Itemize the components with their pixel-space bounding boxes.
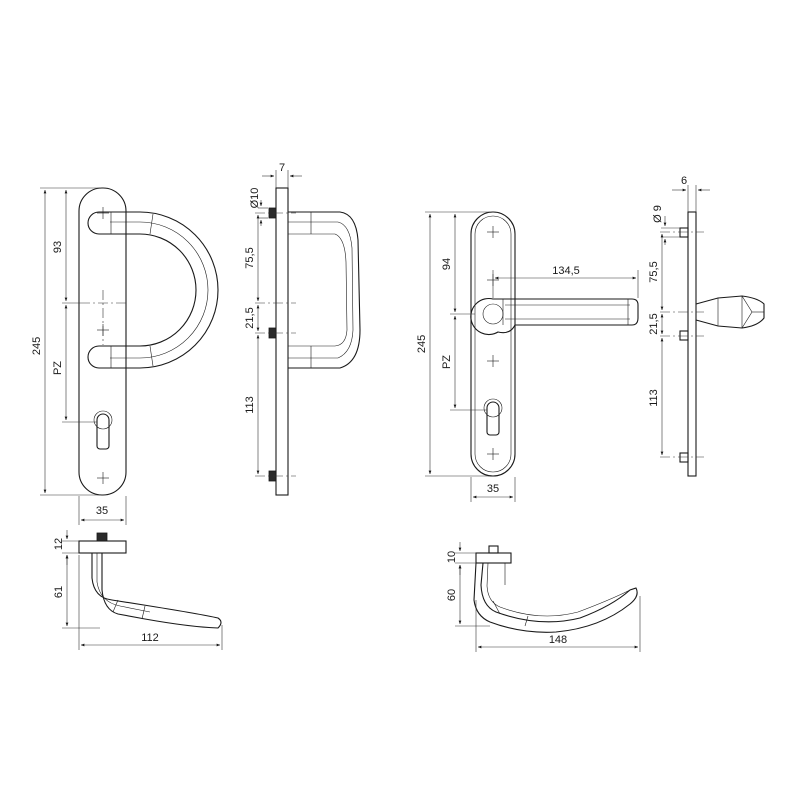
- dim-112-label: 112: [141, 632, 159, 644]
- dim-pz-label: PZ: [441, 355, 453, 369]
- cylinder-keyhole: [96, 413, 110, 450]
- dim-10-label: 10: [446, 551, 458, 563]
- dim-21-5-label: 21,5: [244, 307, 256, 328]
- backplate-side: [687, 211, 697, 477]
- dim-35-label: 35: [96, 505, 108, 517]
- backplate: [470, 211, 516, 477]
- lever-handle: [473, 562, 638, 633]
- dim-93-label: 93: [52, 241, 64, 253]
- screw-mark: [487, 226, 499, 460]
- dim-21-5-label: 21,5: [648, 313, 660, 334]
- dim-dia9-label: Ø 9: [652, 205, 664, 223]
- right-side-view: 6 Ø 9 75,5 21,5 113: [648, 175, 765, 477]
- lever-side-profile: [695, 295, 765, 329]
- dim-12-label: 12: [53, 538, 65, 550]
- fixing-bolt: [679, 452, 689, 463]
- spindle-square: [488, 545, 499, 554]
- left-bottom-view: 12 61 112: [53, 530, 223, 650]
- backplate-side: [275, 187, 289, 496]
- dim-6-label: 6: [681, 175, 687, 187]
- dim-61-label: 61: [53, 586, 65, 598]
- rose-plate: [78, 540, 127, 554]
- dim-60-label: 60: [446, 589, 458, 601]
- dim-113-label: 113: [648, 389, 660, 407]
- dim-134-5-label: 134,5: [552, 265, 580, 277]
- dim-113-label: 113: [244, 396, 256, 414]
- dim-75-5-label: 75,5: [244, 247, 256, 268]
- dim-245-label: 245: [416, 335, 428, 353]
- rose-plate: [475, 552, 512, 564]
- dim-35-label: 35: [487, 483, 499, 495]
- spindle-square: [96, 532, 108, 542]
- fixing-bolt: [679, 330, 689, 341]
- fixing-bolt: [679, 227, 689, 238]
- right-bottom-view: 10 60 148: [446, 542, 641, 652]
- left-front-view: 245 93 PZ 35: [31, 187, 219, 525]
- left-side-view: 7 Ø10 75,5 21,5 113: [244, 162, 361, 496]
- backplate: [78, 187, 127, 496]
- dim-75-5-label: 75,5: [648, 261, 660, 282]
- u-handle: [87, 211, 219, 369]
- lever-handle: [470, 297, 639, 336]
- right-front-view: 245 94 PZ 134,5 35: [416, 211, 639, 502]
- handle-side-profile: [288, 211, 361, 369]
- dim-pz-label: PZ: [52, 361, 64, 375]
- cylinder-keyhole: [486, 401, 500, 436]
- dim-245-label: 245: [31, 337, 43, 355]
- dim-148-label: 148: [549, 634, 567, 646]
- lever-handle: [91, 553, 222, 629]
- dim-dia10-label: Ø10: [249, 188, 261, 209]
- dim-94-label: 94: [441, 258, 453, 270]
- dim-7-label: 7: [279, 162, 285, 174]
